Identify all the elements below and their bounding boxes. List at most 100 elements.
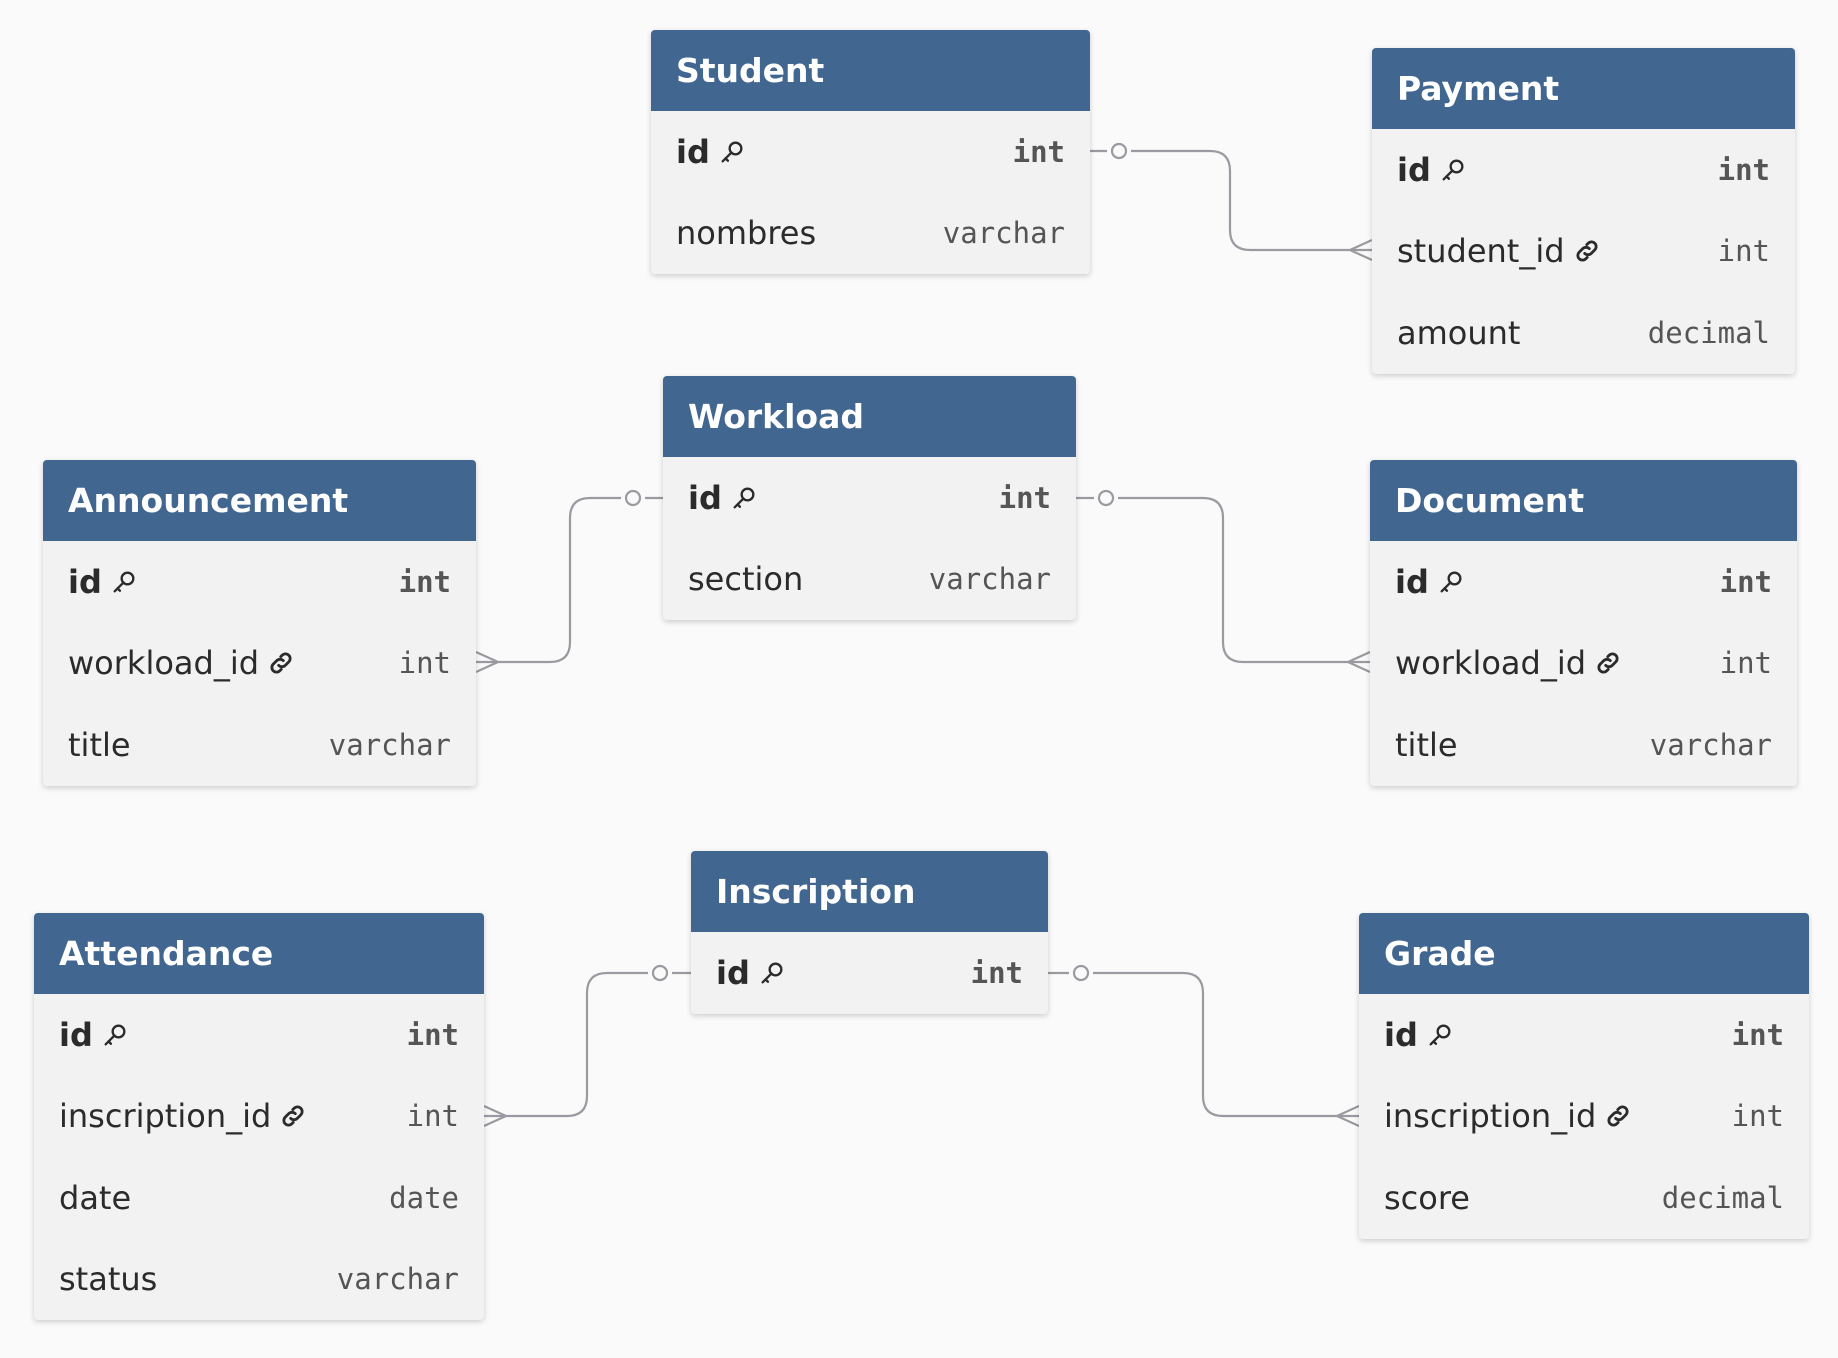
table-title: Student — [651, 30, 1090, 111]
column-name: title — [68, 726, 131, 764]
relationship-student-payment — [1090, 142, 1373, 262]
table-title: Payment — [1372, 48, 1795, 129]
table-title: Grade — [1359, 913, 1809, 994]
key-icon — [718, 138, 746, 166]
column-type: decimal — [1661, 1180, 1784, 1215]
column-type: varchar — [928, 562, 1051, 597]
table-title: Announcement — [43, 460, 476, 541]
column-name: id — [1384, 1016, 1454, 1054]
column-type: varchar — [328, 727, 451, 762]
column-name: workload_id — [1395, 644, 1622, 682]
column-name-label: id — [1395, 562, 1429, 601]
column-row-inscription-id[interactable]: inscription_id int — [34, 1076, 484, 1158]
column-name-label: id — [59, 1015, 93, 1054]
column-name-label: score — [1384, 1178, 1470, 1217]
column-row-id[interactable]: id int — [663, 457, 1076, 539]
column-name: amount — [1397, 314, 1520, 352]
table-workload[interactable]: Workload id int section varchar — [663, 376, 1076, 620]
column-name-label: id — [1397, 150, 1431, 189]
column-name: student_id — [1397, 232, 1601, 270]
column-row-amount[interactable]: amount decimal — [1372, 292, 1795, 374]
relationship-inscription-attendance — [483, 964, 691, 1128]
key-icon — [758, 959, 786, 987]
column-row-id[interactable]: id int — [1359, 994, 1809, 1076]
column-row-status[interactable]: status varchar — [34, 1239, 484, 1321]
key-icon — [1437, 568, 1465, 596]
column-name: score — [1384, 1179, 1470, 1217]
column-type: decimal — [1647, 315, 1770, 350]
link-icon — [1594, 649, 1622, 677]
column-type: int — [406, 1017, 459, 1052]
column-name: id — [1395, 563, 1465, 601]
column-name-label: inscription_id — [59, 1097, 272, 1136]
column-type: int — [1731, 1099, 1784, 1134]
column-name: id — [59, 1016, 129, 1054]
column-type: varchar — [942, 216, 1065, 251]
column-name-label: id — [716, 953, 750, 992]
column-row-workload-id[interactable]: workload_id int — [1370, 623, 1797, 705]
relationship-workload-document — [1076, 489, 1371, 674]
column-row-title[interactable]: title varchar — [43, 704, 476, 786]
column-row-section[interactable]: section varchar — [663, 539, 1076, 621]
column-name-label: nombres — [676, 214, 817, 253]
column-name: id — [676, 133, 746, 171]
column-type: int — [970, 955, 1023, 990]
column-name: nombres — [676, 214, 816, 252]
column-type: int — [406, 1099, 459, 1134]
column-row-nombres[interactable]: nombres varchar — [651, 193, 1090, 275]
column-name-label: workload_id — [68, 644, 260, 683]
link-icon — [279, 1102, 307, 1130]
table-title: Document — [1370, 460, 1797, 541]
column-name: inscription_id — [1384, 1097, 1632, 1135]
column-name-label: status — [59, 1260, 158, 1299]
link-icon — [1604, 1102, 1632, 1130]
column-type: int — [1731, 1017, 1784, 1052]
column-name: title — [1395, 726, 1458, 764]
column-name-label: inscription_id — [1384, 1097, 1597, 1136]
column-name-label: title — [1395, 725, 1458, 764]
column-name: workload_id — [68, 644, 295, 682]
relationship-workload-announcement — [475, 489, 663, 674]
table-title: Attendance — [34, 913, 484, 994]
column-name: id — [68, 563, 138, 601]
column-type: int — [1719, 646, 1772, 681]
table-grade[interactable]: Grade id int inscription_id int score decimal — [1359, 913, 1809, 1239]
column-row-id[interactable]: id int — [691, 932, 1048, 1014]
table-title: Workload — [663, 376, 1076, 457]
relationship-inscription-grade — [1048, 964, 1360, 1128]
column-row-inscription-id[interactable]: inscription_id int — [1359, 1076, 1809, 1158]
table-student[interactable]: Student id int nombres varchar — [651, 30, 1090, 274]
column-row-id[interactable]: id int — [651, 111, 1090, 193]
link-icon — [1573, 237, 1601, 265]
column-name: id — [1397, 151, 1467, 189]
key-icon — [730, 484, 758, 512]
column-name: section — [688, 560, 803, 598]
column-row-title[interactable]: title varchar — [1370, 704, 1797, 786]
key-icon — [101, 1021, 129, 1049]
column-name: date — [59, 1179, 131, 1217]
column-type: int — [1012, 134, 1065, 169]
column-row-id[interactable]: id int — [34, 994, 484, 1076]
column-type: int — [998, 480, 1051, 515]
column-name: id — [688, 479, 758, 517]
column-type: varchar — [336, 1262, 459, 1297]
link-icon — [267, 649, 295, 677]
column-row-score[interactable]: score decimal — [1359, 1157, 1809, 1239]
column-name: inscription_id — [59, 1097, 307, 1135]
column-name-label: workload_id — [1395, 644, 1587, 683]
column-name-label: id — [68, 562, 102, 601]
column-type: varchar — [1649, 727, 1772, 762]
column-name-label: amount — [1397, 313, 1521, 352]
